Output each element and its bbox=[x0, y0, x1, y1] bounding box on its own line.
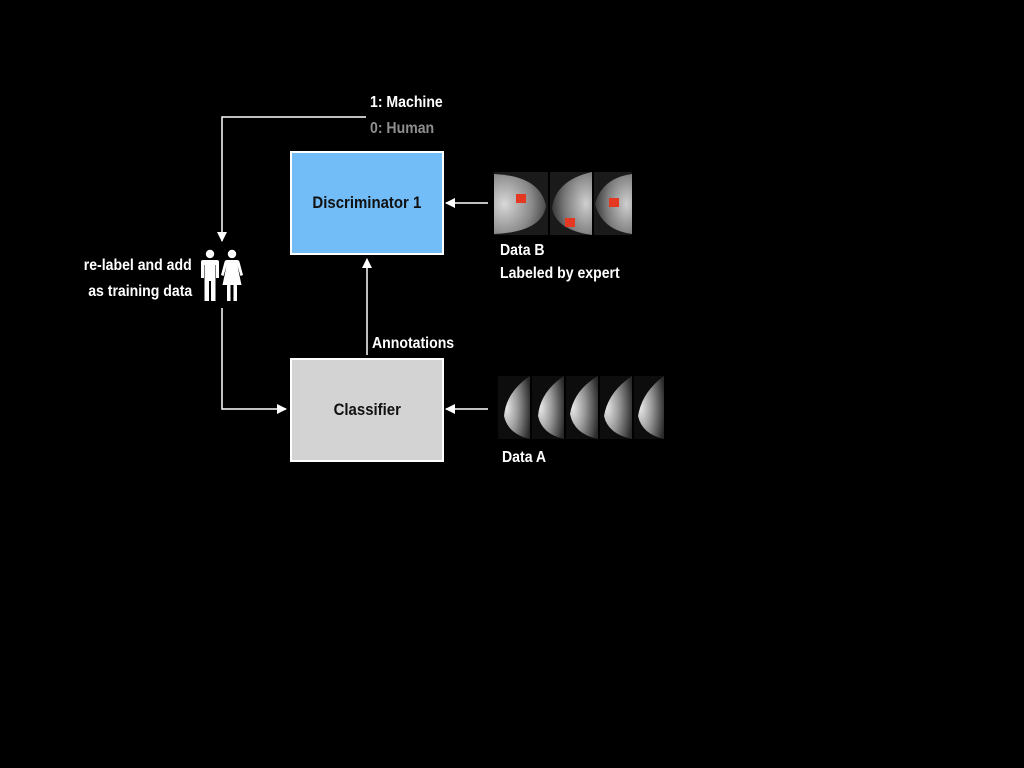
data-b-image-3 bbox=[594, 172, 632, 235]
data-a-title: Data A bbox=[502, 449, 547, 466]
data-a-image-2 bbox=[532, 376, 564, 439]
data-a-images bbox=[498, 376, 664, 439]
feedback-path bbox=[217, 116, 366, 242]
data-a-image-1 bbox=[498, 376, 530, 439]
data-b-image-1 bbox=[494, 172, 548, 235]
discriminator-label: Discriminator 1 bbox=[312, 193, 422, 212]
annotations-label: Annotations bbox=[372, 335, 455, 352]
data-b-title: Data B bbox=[500, 242, 545, 259]
data-a-image-5 bbox=[634, 376, 664, 439]
relabel-path bbox=[221, 308, 287, 414]
data-b-marker bbox=[516, 194, 526, 203]
data-b-marker bbox=[609, 198, 619, 207]
classifier-box: Classifier bbox=[290, 358, 444, 462]
data-a-image-3 bbox=[566, 376, 598, 439]
relabel-text-line2: as training data bbox=[87, 283, 192, 300]
data-a-image-4 bbox=[600, 376, 632, 439]
data-b-subtitle: Labeled by expert bbox=[500, 265, 620, 282]
relabel-text-line1: re-label and add bbox=[84, 257, 192, 274]
data-b-marker bbox=[565, 218, 575, 227]
discriminator-box: Discriminator 1 bbox=[290, 151, 444, 255]
data-b-images bbox=[494, 172, 632, 235]
man-woman-icon bbox=[201, 249, 243, 301]
human-label: 0: Human bbox=[370, 120, 435, 137]
classifier-label: Classifier bbox=[333, 400, 401, 419]
data-b-image-2 bbox=[550, 172, 592, 235]
machine-label: 1: Machine bbox=[370, 94, 443, 111]
